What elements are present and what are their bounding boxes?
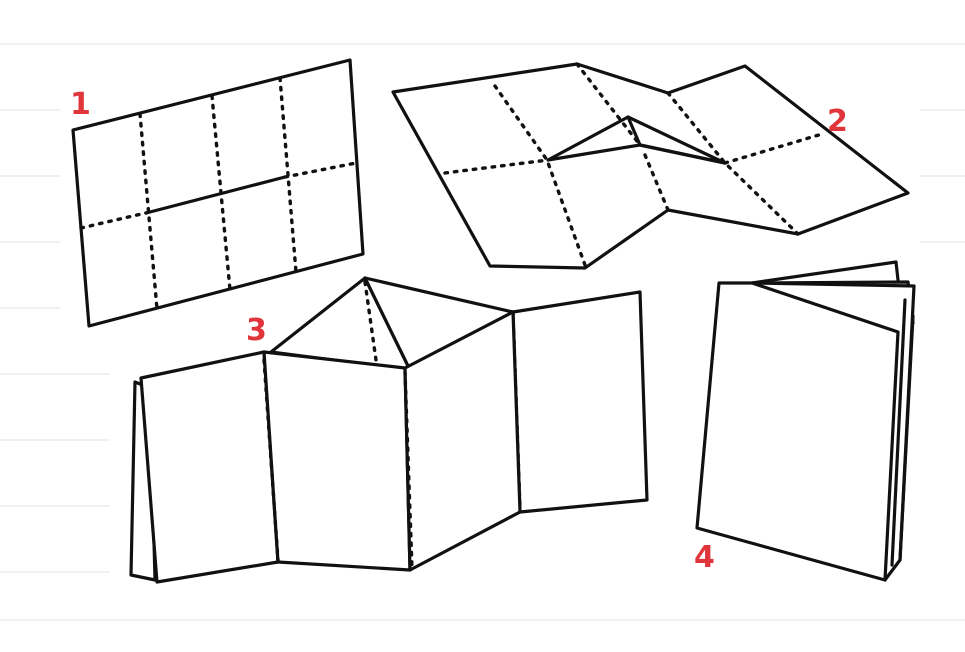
step-number-3: 3	[246, 313, 267, 348]
step-2-pushed-sheet	[393, 64, 908, 268]
step-4-booklet	[697, 262, 914, 580]
step-3-zine-accordion	[131, 278, 647, 582]
front-panel-2	[264, 352, 410, 570]
back-panel-right	[513, 292, 647, 512]
step-number-1: 1	[70, 87, 91, 122]
front-cover	[697, 283, 898, 580]
front-panel-1	[141, 352, 278, 582]
step-number-2: 2	[827, 104, 848, 139]
step-1-flat-sheet	[73, 60, 363, 326]
step-number-4: 4	[694, 540, 715, 575]
